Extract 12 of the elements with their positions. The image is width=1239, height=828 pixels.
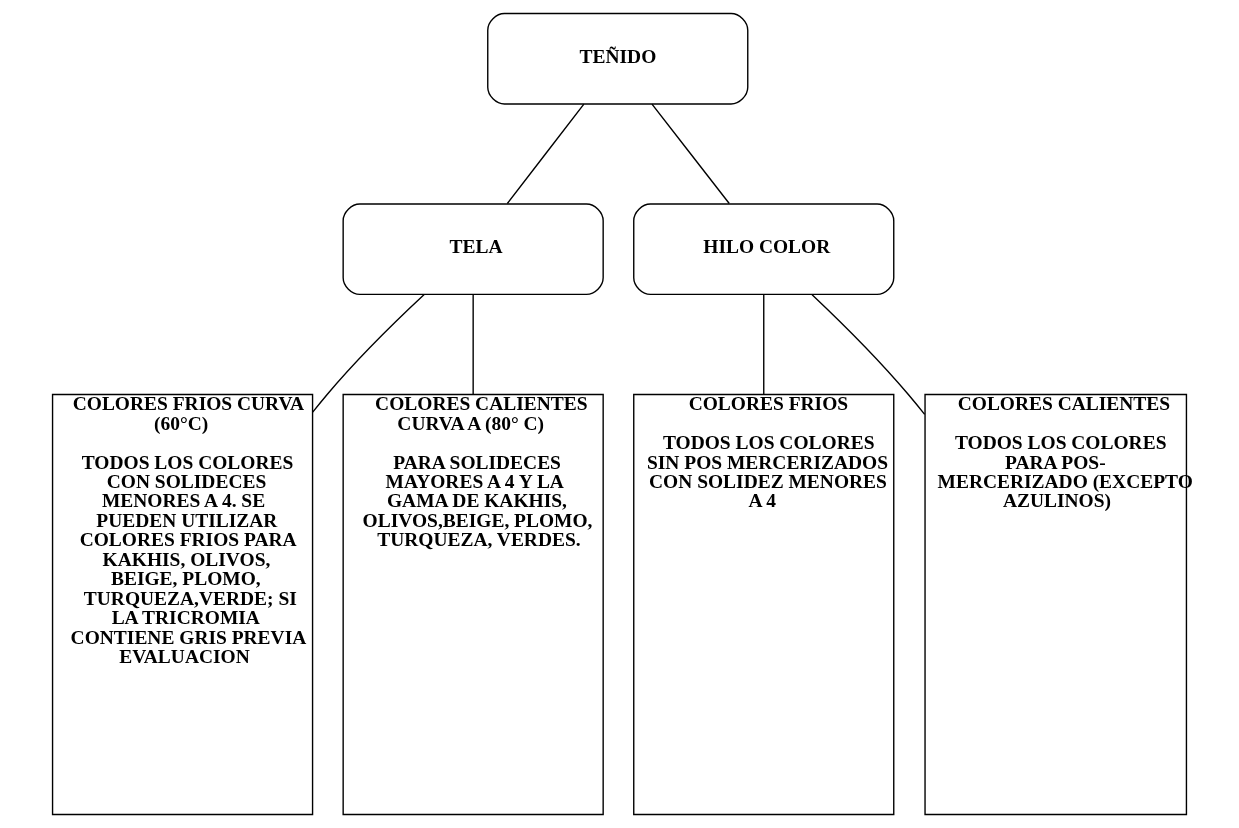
- node-box: COLORES CALIENTES CURVA A (80° C) PARA SOLIDECES MAYORES A 4 Y LA GAMA DE KAKHIS, OLIVOS,BEIGE, PLOMO, TURQUEZA, VERDES.: [342, 393, 604, 816]
- node-box: HILO COLOR: [633, 203, 895, 296]
- node-box: TELA: [342, 203, 604, 296]
- connector: [472, 293, 474, 396]
- node-box: TEÑIDO: [487, 12, 749, 105]
- connector: [763, 293, 765, 396]
- connector: [811, 294, 926, 416]
- connector: [312, 293, 425, 413]
- node-box: COLORES FRIOS TODOS LOS COLORES SIN POS MERCERIZADOS CON SOLIDEZ MENORES A 4: [633, 393, 895, 816]
- node-box: COLORES FRIOS CURVA (60°C) TODOS LOS COLORES CON SOLIDECES MENORES A 4. SE PUEDEN UTILIZAR COLORES FRIOS PARA KAKHIS, OLIVOS, BEIGE, PLOMO, TURQUEZA,VERDE; SI LA TRICROMIA CONTIENE GRIS PREVIA EVALUACION: [51, 393, 314, 816]
- connector: [651, 103, 730, 205]
- connector: [506, 103, 585, 205]
